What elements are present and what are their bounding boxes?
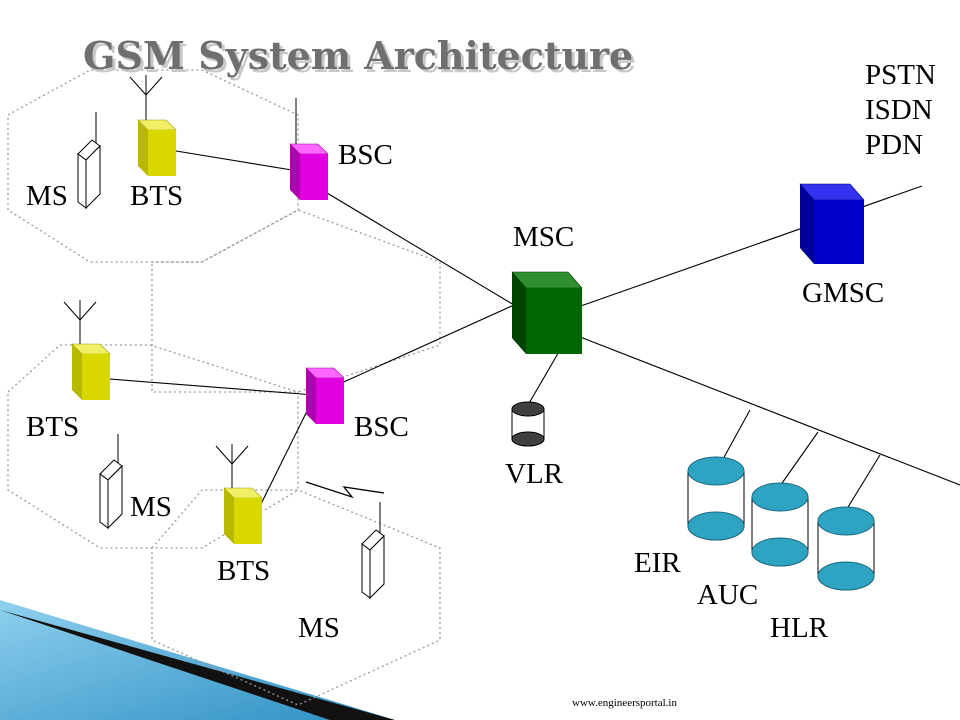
bts-bottom-cube	[223, 487, 263, 544]
cell-center	[151, 209, 441, 393]
label-bsc-mid: BSC	[354, 411, 409, 443]
cell-top	[7, 69, 299, 263]
auc-cylinder-icon	[751, 482, 809, 567]
bts-mid-cube	[71, 343, 111, 400]
label-ms-bottom: MS	[298, 612, 340, 644]
hlr-cylinder-icon	[817, 506, 875, 591]
mobile-station-icon	[77, 112, 101, 210]
eir-cylinder-icon	[687, 456, 745, 541]
page-title-shadow: GSM System Architecture	[86, 36, 636, 81]
mobile-station-icon	[361, 502, 385, 600]
label-bts-bottom: BTS	[217, 555, 270, 587]
label-bsc-top: BSC	[338, 139, 393, 171]
bsc-top-cube	[289, 143, 329, 200]
label-vlr: VLR	[505, 458, 564, 490]
antenna-icon	[63, 300, 97, 344]
bts-top-cube	[137, 119, 177, 176]
label-gmsc: GMSC	[802, 277, 884, 309]
gmsc-cube	[799, 183, 865, 264]
footer-credit: www.engineersportal.in	[572, 697, 677, 709]
label-msc: MSC	[513, 221, 574, 253]
antenna-icon	[129, 75, 163, 120]
label-pstn: PSTN	[865, 59, 936, 91]
label-bts-top: BTS	[130, 180, 183, 212]
antenna-icon	[215, 444, 249, 488]
corner-stripe	[0, 600, 395, 720]
label-hlr: HLR	[770, 612, 829, 644]
vlr-cylinder-icon	[511, 401, 545, 447]
label-bts-mid: BTS	[26, 411, 79, 443]
bsc-mid-cube	[305, 367, 345, 424]
page-title: GSM System Architecture	[83, 33, 633, 78]
lightning-icon	[305, 481, 385, 499]
label-pdn: PDN	[865, 129, 923, 161]
cell-bottom	[151, 489, 441, 706]
label-eir: EIR	[634, 547, 681, 579]
label-ms-mid: MS	[130, 491, 172, 523]
msc-cube	[511, 271, 583, 354]
label-isdn: ISDN	[865, 94, 933, 126]
label-auc: AUC	[697, 579, 758, 611]
label-ms-top: MS	[26, 180, 68, 212]
mobile-station-icon	[99, 434, 123, 530]
